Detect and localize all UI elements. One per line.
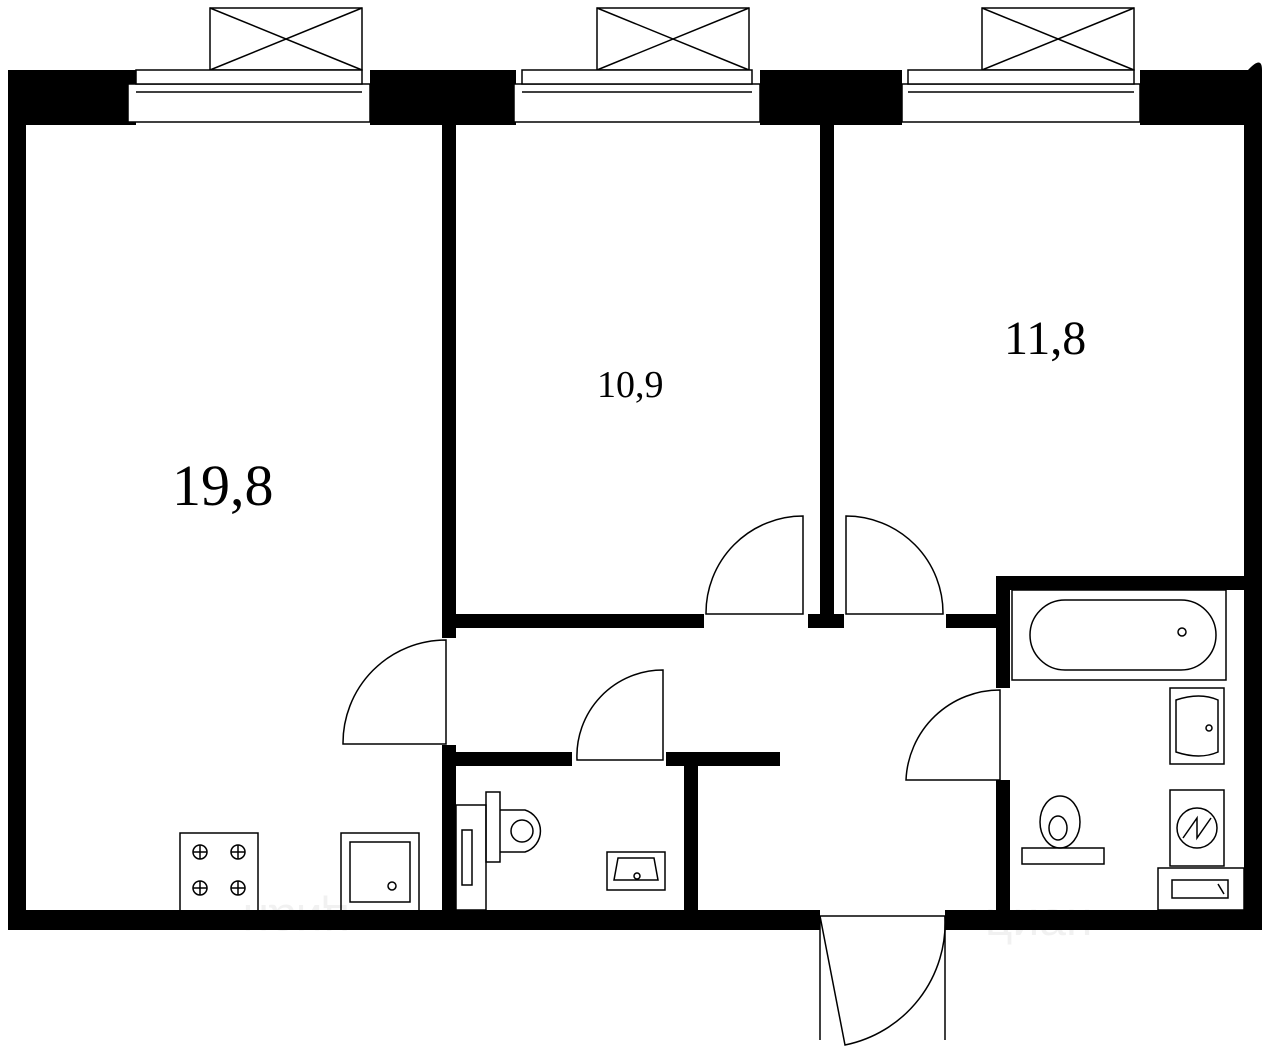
window-balconies <box>209 7 1135 71</box>
wc-fixtures <box>455 791 666 911</box>
interior-walls <box>442 125 1248 915</box>
doors <box>342 515 1001 1046</box>
room-area-bedroom-right: 11,8 <box>1004 312 1086 365</box>
room-area-bedroom-middle: 10,9 <box>597 364 664 406</box>
burner-icon <box>192 880 208 896</box>
exterior-walls <box>8 62 1262 930</box>
burner-icon <box>230 844 246 860</box>
kitchen-sink <box>340 832 420 912</box>
burner-icon <box>192 844 208 860</box>
burner-icon <box>230 880 246 896</box>
room-area-living-kitchen: 19,8 <box>172 453 274 518</box>
stove <box>179 832 259 912</box>
bath-fixtures <box>1011 589 1245 911</box>
window-frames <box>127 69 1141 123</box>
